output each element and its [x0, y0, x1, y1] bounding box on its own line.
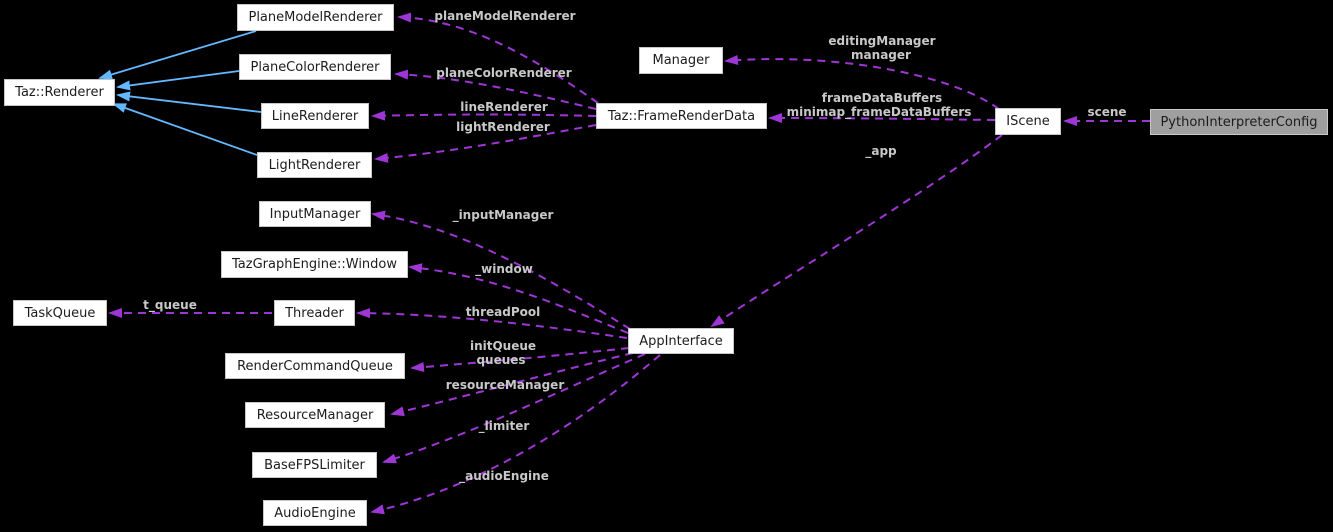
edge-label-t_queue: t_queue [143, 298, 197, 312]
edge-label-limiter: _limiter [478, 419, 530, 433]
inheritance-edge-planeColorRenderer [116, 70, 240, 91]
edge-lineRenderer [371, 110, 597, 121]
node-app-interface[interactable]: AppInterface [628, 328, 734, 354]
edge-label-planeModelRenderer: planeModelRenderer [434, 9, 576, 23]
edge-label-queues: queues [476, 353, 526, 367]
node-render-command-queue[interactable]: RenderCommandQueue [225, 353, 405, 379]
node-audio-engine[interactable]: AudioEngine [263, 500, 367, 526]
edge-label-planeColorRenderer: planeColorRenderer [436, 66, 572, 80]
edge-label-inputManager: _inputManager [452, 208, 554, 222]
node-plane-model-renderer[interactable]: PlaneModelRenderer [237, 4, 394, 31]
node-task-queue[interactable]: TaskQueue [13, 300, 107, 326]
edge-label-threadPool: threadPool [465, 305, 541, 319]
node-taz-renderer[interactable]: Taz::Renderer [4, 79, 115, 106]
edge-label-initQueue: initQueue [469, 339, 537, 353]
node-light-renderer[interactable]: LightRenderer [257, 152, 372, 178]
node-taz-frame-render-data[interactable]: Taz::FrameRenderData [596, 103, 767, 129]
node-input-manager[interactable]: InputManager [259, 201, 371, 227]
edge-label-app: _app [865, 144, 897, 158]
edge-planeColorRenderer [394, 69, 597, 110]
edge-label-minimap-frameDataBuffers: minimap_frameDataBuffers [786, 105, 972, 119]
edge-label-editingManager: editingManager [828, 34, 936, 48]
edge-label-lightRenderer: lightRenderer [456, 120, 550, 134]
edge-editingManager-manager [724, 55, 1000, 110]
node-tazgraphengine-window[interactable]: TazGraphEngine::Window [221, 251, 408, 278]
node-threader[interactable]: Threader [274, 300, 355, 326]
edge-threadPool [356, 308, 628, 339]
node-iscene[interactable]: IScene [995, 108, 1061, 135]
edge-limiter [382, 353, 646, 464]
edge-inputManager [371, 210, 631, 330]
edge-label-lineRenderer: lineRenderer [460, 100, 548, 114]
node-resource-manager[interactable]: ResourceManager [245, 402, 385, 428]
edge-label-audioEngine: _audioEngine [459, 469, 549, 483]
edge-app [710, 134, 1003, 328]
edge-window [408, 263, 629, 334]
edge-planeModelRenderer [397, 12, 599, 104]
edge-label-scene: scene [1087, 105, 1127, 119]
edge-label-manager: manager [851, 48, 911, 62]
edge-resourceManager [390, 352, 634, 417]
edge-label-resourceManager: resourceManager [445, 378, 565, 392]
inheritance-edge-lightRenderer [112, 103, 258, 156]
edge-audioEngine [370, 354, 661, 515]
node-manager[interactable]: Manager [639, 47, 723, 74]
node-python-interpreter-config: PythonInterpreterConfig [1150, 109, 1328, 135]
inheritance-edge-lineRenderer [116, 91, 262, 113]
inheritance-edge-planeModelRenderer [98, 30, 257, 80]
edge-label-window: _window [475, 262, 533, 276]
node-plane-color-renderer[interactable]: PlaneColorRenderer [239, 54, 391, 80]
node-line-renderer[interactable]: LineRenderer [261, 103, 369, 129]
edge-label-frameDataBuffers: frameDataBuffers [821, 91, 943, 105]
node-base-fps-limiter[interactable]: BaseFPSLimiter [252, 452, 377, 478]
